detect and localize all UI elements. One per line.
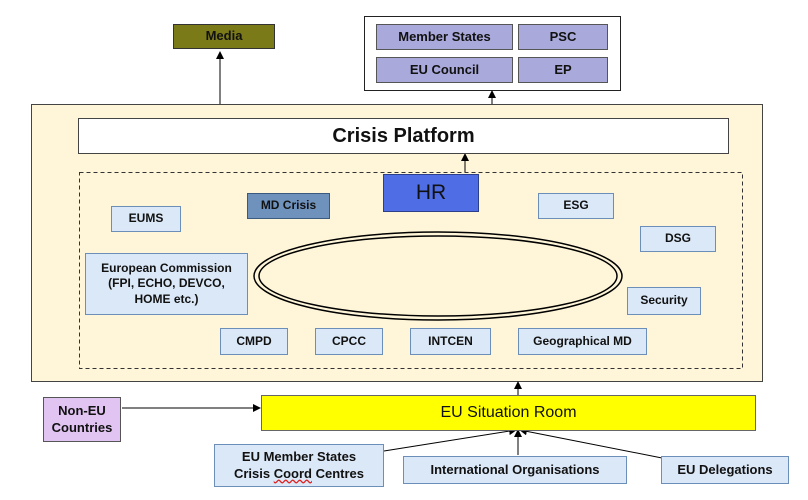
crisis-platform-box: Crisis Platform: [78, 118, 729, 154]
non-eu-line1: Non-EU: [58, 402, 106, 418]
cmpd-box: CMPD: [220, 328, 288, 355]
eu-member-states-line1: EU Member States: [241, 448, 357, 464]
security-box: Security: [627, 287, 701, 315]
inner-services-group: [79, 172, 743, 369]
member-states-box: Member States: [376, 24, 513, 50]
arrow-member-centres-to-room: [383, 427, 517, 452]
cpcc-box: CPCC: [315, 328, 383, 355]
dsg-label: DSG: [664, 231, 691, 246]
ep-label: EP: [554, 61, 572, 77]
hr-box: HR: [383, 174, 479, 212]
eu-delegations-label: EU Delegations: [677, 461, 773, 477]
security-label: Security: [640, 293, 688, 308]
non-eu-countries-box: Non-EU Countries: [43, 397, 121, 442]
cmpd-label: CMPD: [236, 333, 272, 348]
european-commission-line1: European Commission: [101, 260, 232, 275]
eu-situation-room-box: EU Situation Room: [261, 395, 756, 431]
eu-member-states-centres-box: EU Member States Crisis Coord Centres: [214, 444, 384, 487]
md-crisis-box: MD Crisis: [247, 193, 330, 219]
european-commission-box: European Commission (FPI, ECHO, DEVCO, H…: [85, 253, 248, 315]
eums-label: EUMS: [128, 211, 164, 226]
hr-label: HR: [415, 181, 447, 205]
dsg-box: DSG: [640, 226, 716, 252]
central-ellipse-inner: [258, 235, 618, 317]
non-eu-line2: Countries: [51, 419, 113, 435]
intcen-box: INTCEN: [410, 328, 491, 355]
european-commission-line2: (FPI, ECHO, DEVCO,: [108, 276, 225, 291]
media-box: Media: [173, 24, 275, 49]
psc-box: PSC: [518, 24, 608, 50]
esg-box: ESG: [538, 193, 614, 219]
arrow-delegations-to-room: [519, 427, 663, 459]
md-crisis-label: MD Crisis: [260, 198, 317, 213]
eu-council-label: EU Council: [409, 61, 480, 77]
eu-situation-room-label: EU Situation Room: [440, 403, 577, 421]
european-commission-line3: HOME etc.): [134, 291, 199, 306]
media-label: Media: [205, 28, 243, 44]
ep-box: EP: [518, 57, 608, 83]
international-organisations-box: International Organisations: [403, 456, 627, 484]
crisis-platform-label: Crisis Platform: [332, 125, 475, 147]
psc-label: PSC: [549, 28, 577, 44]
cpcc-label: CPCC: [331, 333, 366, 348]
intcen-label: INTCEN: [428, 333, 473, 348]
member-states-label: Member States: [398, 28, 491, 44]
international-organisations-label: International Organisations: [430, 461, 600, 477]
eu-member-states-line2: Crisis Coord Centres: [233, 465, 365, 481]
central-ellipse-outer: [253, 231, 623, 321]
geographical-md-label: Geographical MD: [533, 333, 632, 348]
eu-council-box: EU Council: [376, 57, 513, 83]
eums-box: EUMS: [111, 206, 181, 232]
esg-label: ESG: [563, 198, 589, 213]
eu-delegations-box: EU Delegations: [661, 456, 789, 484]
geographical-md-box: Geographical MD: [518, 328, 647, 355]
